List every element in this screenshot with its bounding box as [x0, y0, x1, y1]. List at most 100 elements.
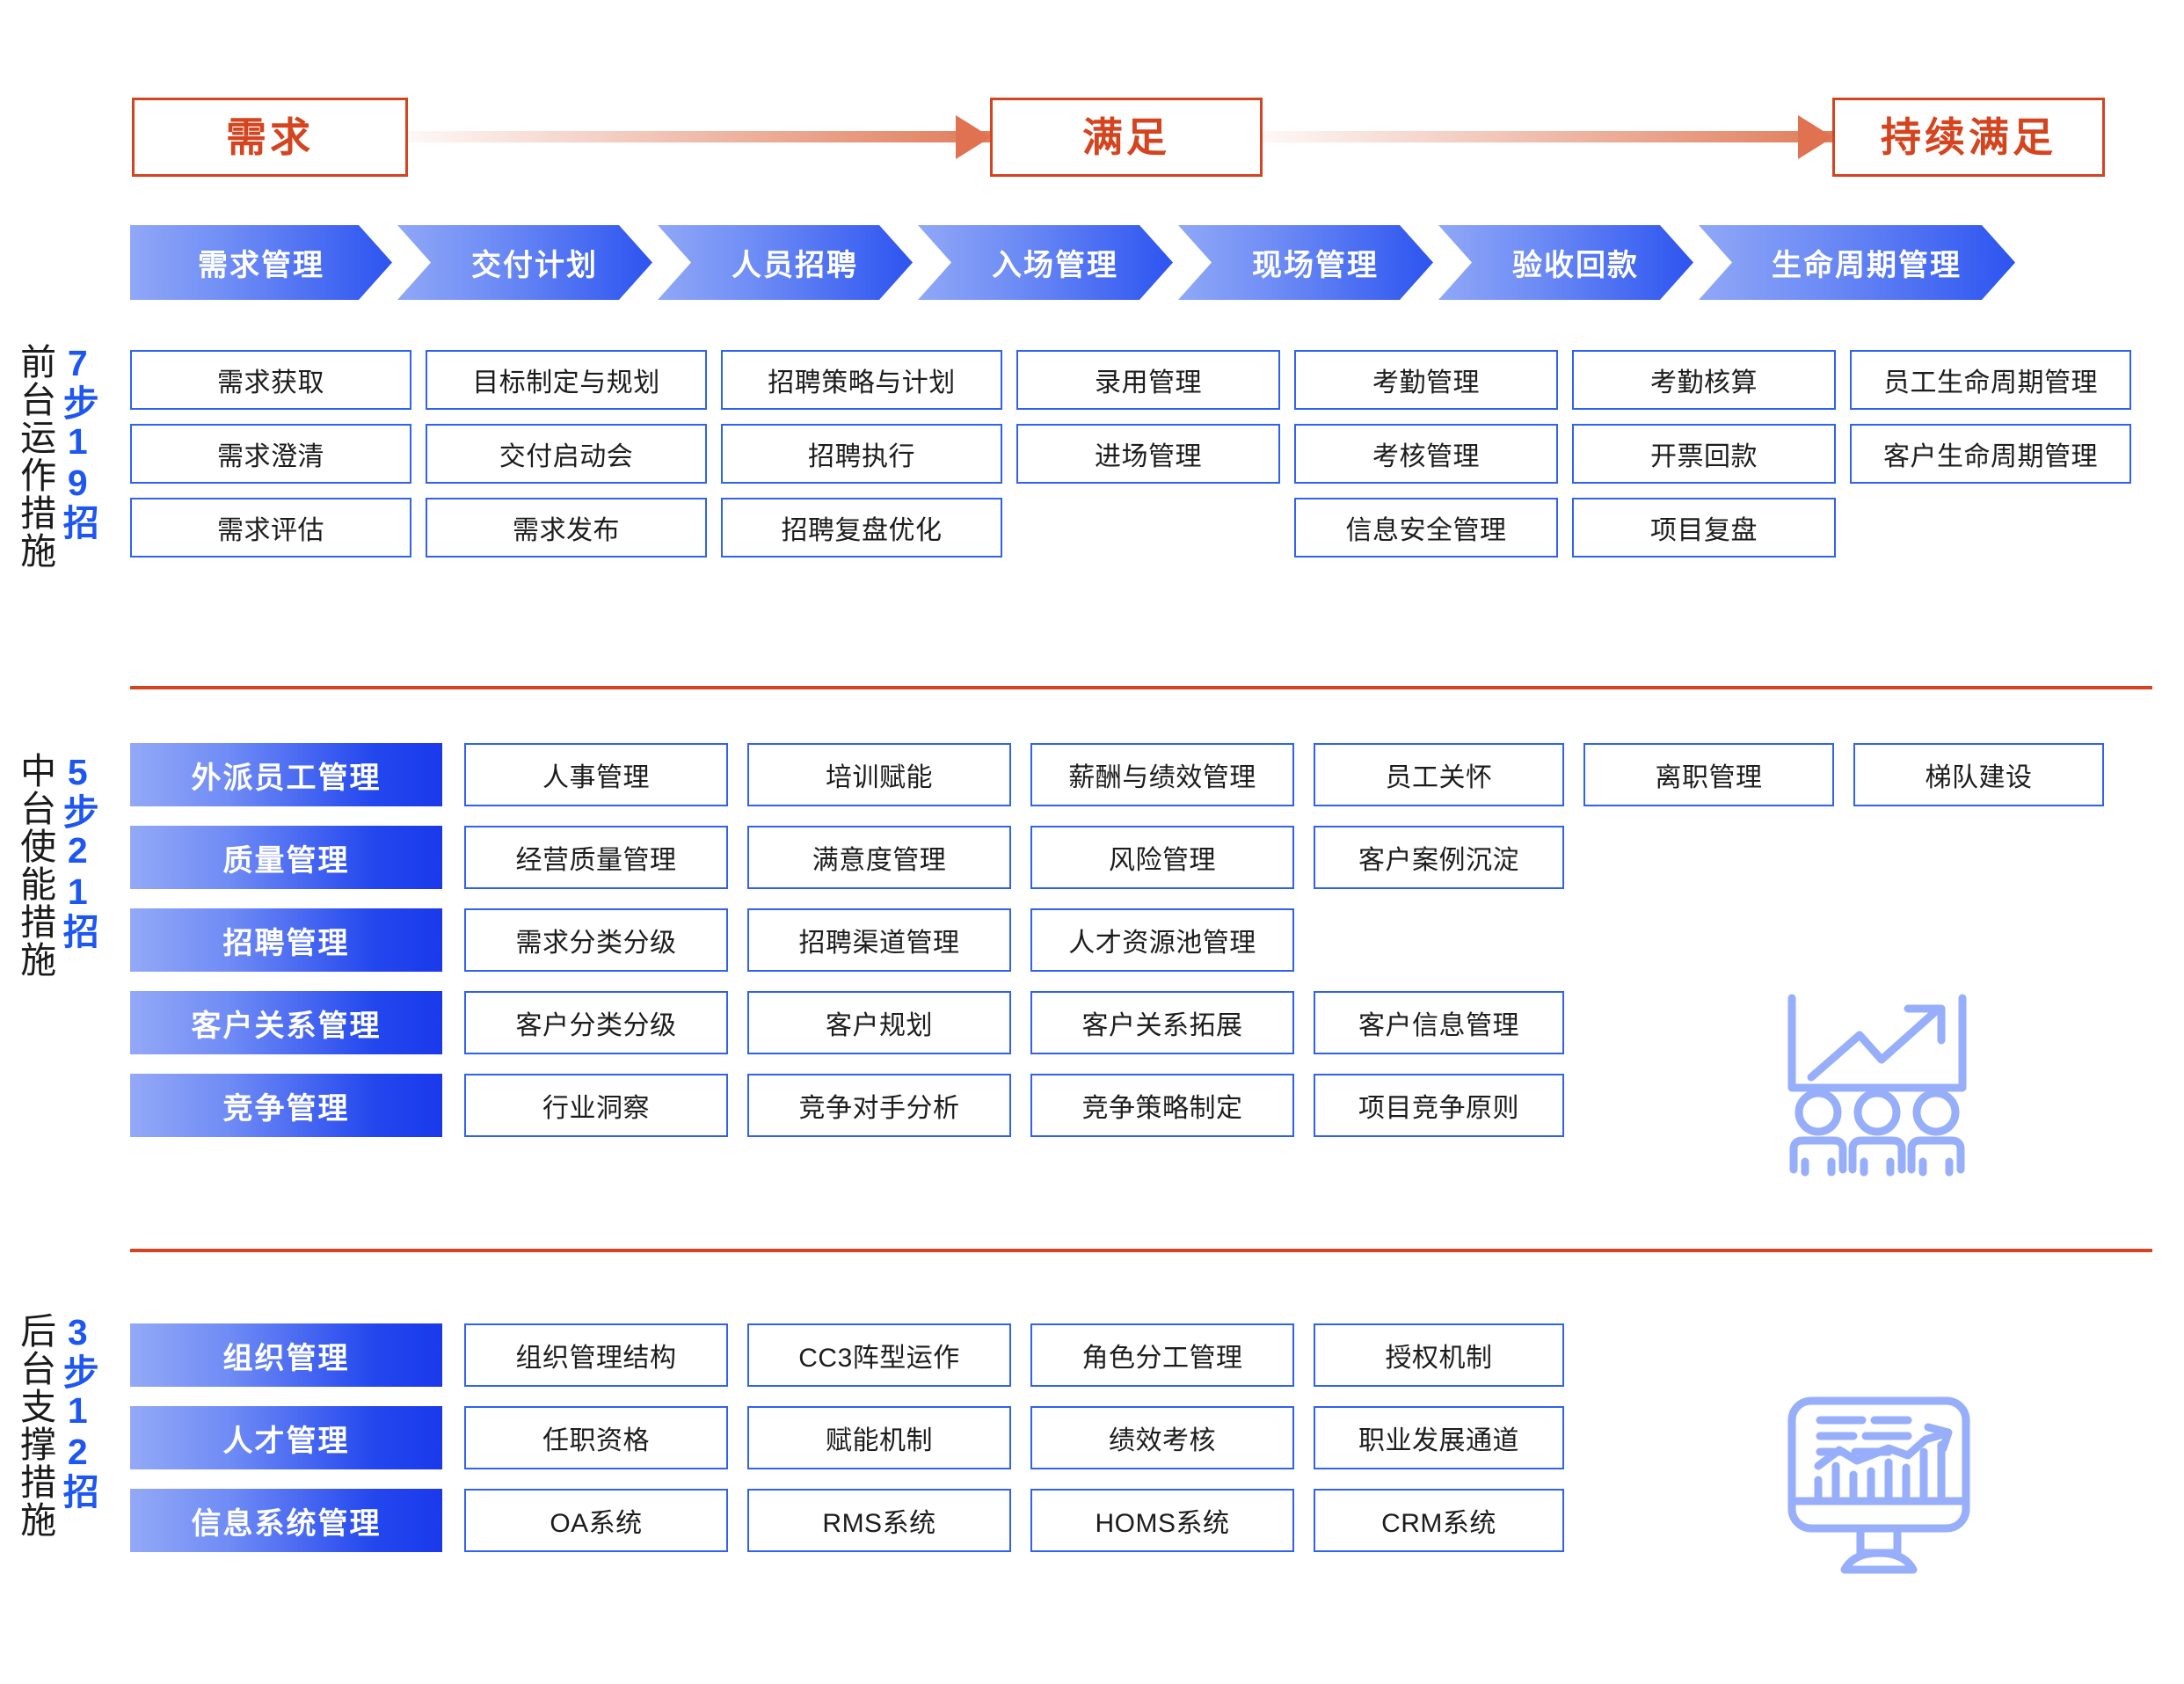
presentation-growth-chart-icon: [1776, 989, 1978, 1183]
section-count: 5步21招: [57, 752, 98, 950]
section-title: 前台运作措施: [14, 343, 55, 570]
measure-card[interactable]: RMS系统: [747, 1489, 1011, 1552]
empty-cell: [1016, 498, 1280, 558]
process-step-bar: 需求管理 交付计划 人员招聘 入场管理 现场管理 验收回款 生命周期管理: [130, 225, 2020, 300]
measure-card[interactable]: 信息安全管理: [1294, 498, 1558, 558]
section-title: 后台支撑措施: [14, 1312, 55, 1539]
process-step-label: 交付计划: [471, 249, 598, 282]
process-step-6[interactable]: 验收回款: [1438, 225, 1693, 300]
process-step-5[interactable]: 现场管理: [1178, 225, 1433, 300]
section-label-front-office: 前台运作措施 7步19招: [14, 343, 98, 570]
measure-card[interactable]: 招聘复盘优化: [721, 498, 1002, 558]
measure-card[interactable]: 项目竞争原则: [1314, 1074, 1564, 1137]
measure-card[interactable]: 任职资格: [464, 1406, 728, 1469]
section-label-back-office: 后台支撑措施 3步12招: [14, 1312, 98, 1539]
measure-card[interactable]: 竞争策略制定: [1030, 1074, 1294, 1137]
process-step-label: 人员招聘: [732, 249, 858, 282]
measure-card[interactable]: 客户分类分级: [464, 991, 728, 1054]
arrow-shaft: [1263, 131, 1832, 142]
measure-card[interactable]: 需求澄清: [130, 424, 411, 484]
category-row: 组织管理组织管理结构 CC3阵型运作角色分工管理授权机制: [130, 1323, 1583, 1387]
measure-card[interactable]: CRM系统: [1314, 1489, 1564, 1552]
right-arrow-icon: [408, 114, 991, 159]
measure-card[interactable]: 招聘执行: [721, 424, 1002, 484]
process-step-1[interactable]: 需求管理: [130, 225, 392, 300]
category-label[interactable]: 质量管理: [130, 826, 442, 889]
top-banner: 需求 满足 持续满足: [132, 95, 2154, 179]
measure-card[interactable]: 需求评估: [130, 498, 411, 558]
arrow-shaft: [408, 131, 990, 142]
measure-card[interactable]: 人才资源池管理: [1030, 908, 1294, 972]
measure-card[interactable]: 经营质量管理: [464, 826, 728, 889]
process-step-4[interactable]: 入场管理: [918, 225, 1173, 300]
category-label[interactable]: 竞争管理: [130, 1074, 442, 1137]
category-row: 质量管理经营质量管理满意度管理风险管理客户案例沉淀: [130, 826, 2123, 889]
process-step-2[interactable]: 交付计划: [397, 225, 652, 300]
measure-card[interactable]: 薪酬与绩效管理: [1030, 743, 1294, 806]
measure-card[interactable]: 角色分工管理: [1030, 1323, 1294, 1387]
process-step-label: 入场管理: [992, 249, 1118, 282]
category-label[interactable]: 外派员工管理: [130, 743, 442, 806]
category-row: 招聘管理需求分类分级招聘渠道管理人才资源池管理: [130, 908, 2123, 972]
measure-card[interactable]: 人事管理: [464, 743, 728, 806]
measure-card[interactable]: 考勤核算: [1572, 350, 1836, 410]
measure-card[interactable]: 客户信息管理: [1314, 991, 1564, 1054]
measure-card[interactable]: 满意度管理: [747, 826, 1011, 889]
measure-card[interactable]: 招聘渠道管理: [747, 908, 1011, 972]
measure-card[interactable]: 客户关系拓展: [1030, 991, 1294, 1054]
measure-card[interactable]: 目标制定与规划: [426, 350, 707, 410]
measure-card[interactable]: 项目复盘: [1572, 498, 1836, 558]
category-row: 竞争管理行业洞察竞争对手分析竞争策略制定项目竞争原则: [130, 1074, 2123, 1137]
measure-card[interactable]: 客户规划: [747, 991, 1011, 1054]
category-label[interactable]: 招聘管理: [130, 908, 442, 972]
measure-card[interactable]: 客户案例沉淀: [1314, 826, 1564, 889]
category-label[interactable]: 信息系统管理: [130, 1489, 442, 1552]
measure-card[interactable]: 培训赋能: [747, 743, 1011, 806]
measure-card[interactable]: 职业发展通道: [1314, 1406, 1564, 1469]
measure-card[interactable]: 员工生命周期管理: [1850, 350, 2131, 410]
category-row: 外派员工管理人事管理培训赋能薪酬与绩效管理员工关怀离职管理梯队建设: [130, 743, 2123, 806]
measure-card[interactable]: CC3阵型运作: [747, 1323, 1011, 1387]
category-label[interactable]: 人才管理: [130, 1406, 442, 1469]
phase-label: 满足: [1082, 113, 1170, 160]
process-step-7[interactable]: 生命周期管理: [1699, 225, 2015, 300]
measure-card[interactable]: 授权机制: [1314, 1323, 1564, 1387]
arrow-head: [1798, 114, 1833, 159]
measure-card[interactable]: 梯队建设: [1853, 743, 2104, 806]
phase-label: 持续满足: [1881, 113, 2057, 160]
measure-card[interactable]: 行业洞察: [464, 1074, 728, 1137]
process-step-3[interactable]: 人员招聘: [658, 225, 913, 300]
section-count: 7步19招: [57, 343, 98, 541]
measure-card[interactable]: 开票回款: [1572, 424, 1836, 484]
measure-card[interactable]: 考勤管理: [1294, 350, 1558, 410]
measure-card[interactable]: 绩效考核: [1030, 1406, 1294, 1469]
measure-card[interactable]: 风险管理: [1030, 826, 1294, 889]
measure-card[interactable]: 离职管理: [1583, 743, 1834, 806]
measure-card[interactable]: OA系统: [464, 1489, 728, 1552]
measure-card[interactable]: 竞争对手分析: [747, 1074, 1011, 1137]
measure-card[interactable]: 需求获取: [130, 350, 411, 410]
measure-card[interactable]: 交付启动会: [426, 424, 707, 484]
measure-card[interactable]: 招聘策略与计划: [721, 350, 1002, 410]
front-office-grid: 需求获取目标制定与规划招聘策略与计划录用管理考勤管理考勤核算员工生命周期管理需求…: [130, 350, 2145, 572]
measure-card[interactable]: 录用管理: [1016, 350, 1280, 410]
category-label[interactable]: 组织管理: [130, 1323, 442, 1387]
measure-card[interactable]: 进场管理: [1016, 424, 1280, 484]
measure-card[interactable]: 组织管理结构: [464, 1323, 728, 1387]
category-label[interactable]: 客户关系管理: [130, 991, 442, 1054]
measure-card[interactable]: 需求发布: [426, 498, 707, 558]
card-row: 需求评估需求发布招聘复盘优化 信息安全管理项目复盘: [130, 498, 2145, 558]
measure-card[interactable]: 客户生命周期管理: [1850, 424, 2131, 484]
measure-card[interactable]: HOMS系统: [1030, 1489, 1294, 1552]
process-step-label: 生命周期管理: [1772, 249, 1962, 282]
measure-card[interactable]: 考核管理: [1294, 424, 1558, 484]
measure-card[interactable]: 需求分类分级: [464, 908, 728, 972]
process-step-label: 现场管理: [1252, 249, 1379, 282]
section-divider: [130, 686, 2152, 689]
measure-card[interactable]: 赋能机制: [747, 1406, 1011, 1469]
measure-card[interactable]: 员工关怀: [1314, 743, 1564, 806]
section-title: 中台使能措施: [14, 752, 55, 979]
process-step-label: 验收回款: [1512, 249, 1639, 282]
phase-box-continuous-satisfy: 持续满足: [1832, 97, 2105, 177]
